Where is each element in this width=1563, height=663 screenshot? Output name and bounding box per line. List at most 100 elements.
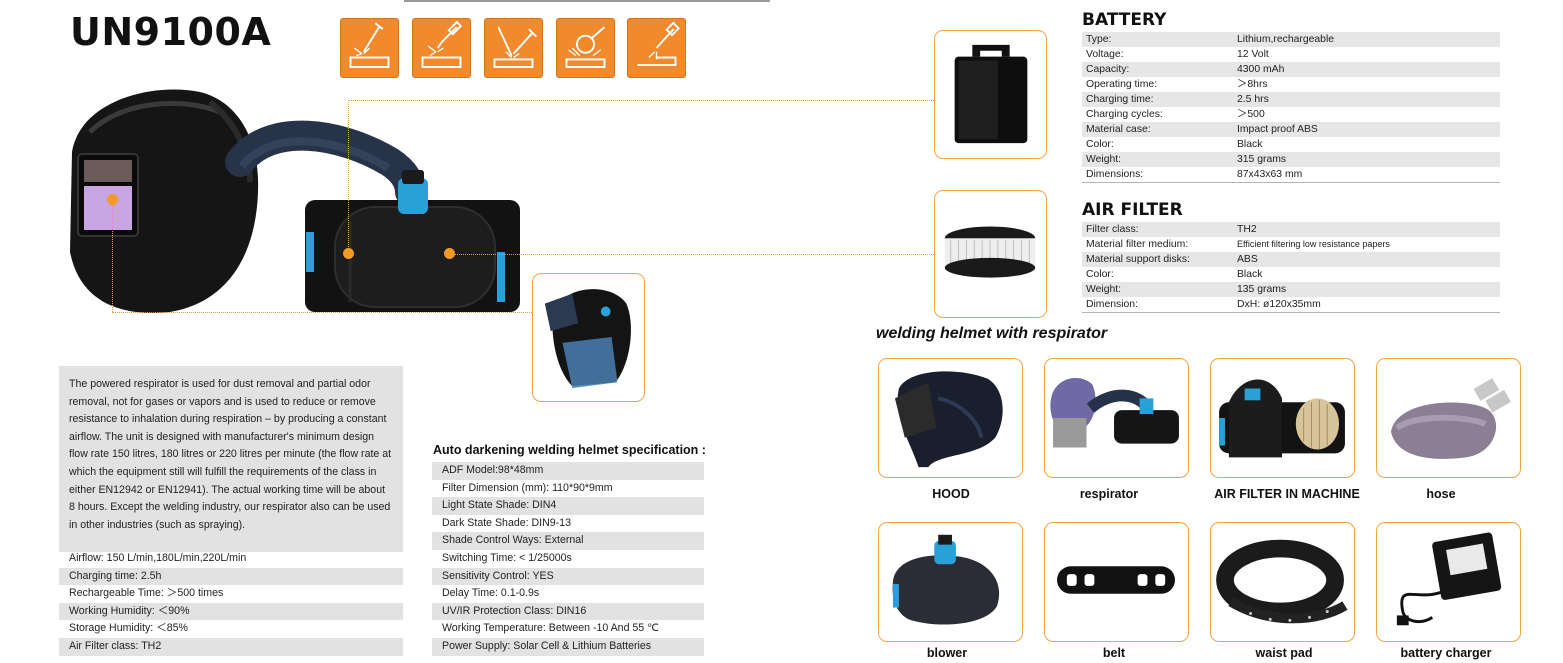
battery-charger-photo [1376, 522, 1521, 642]
spec-value: Lithium,rechargeable [1237, 34, 1335, 45]
grinding-icon [556, 18, 615, 78]
spec-key: Charging time: [1086, 94, 1154, 105]
spec-row: Charging time: 2.5h [59, 567, 403, 586]
spec-row: Material support disks: ABS [1082, 252, 1500, 267]
spec-key: Dimensions: [1086, 169, 1144, 180]
spec-value: Black [1237, 139, 1263, 150]
spec-value: 315 grams [1237, 154, 1287, 165]
belt-photo [1044, 522, 1189, 642]
mig-welding-icon [412, 18, 471, 78]
spec-key: Voltage: [1086, 49, 1124, 60]
spec-row: Working Humidity: ＜90% [59, 602, 403, 621]
spec-key: Material filter medium: [1086, 239, 1189, 250]
spec-row: Charging cycles: ＞500 [1082, 107, 1500, 122]
spec-row: Storage Humidity: ＜85% [69, 622, 188, 635]
spec-value: ABS [1237, 254, 1258, 265]
spec-key: Material case: [1086, 124, 1151, 135]
spec-key: Capacity: [1086, 64, 1130, 75]
spec-key: Weight: [1086, 154, 1122, 165]
spec-row: Filter Dimension (mm): 110*90*9mm [442, 481, 613, 494]
spec-key: Type: [1086, 34, 1112, 45]
spec-key: Operating time: [1086, 79, 1158, 90]
spec-value: 135 grams [1237, 284, 1287, 295]
spec-value: Black [1237, 269, 1263, 280]
tig-welding-icon [484, 18, 543, 78]
accessory-label: blower [926, 646, 968, 660]
adf-lens-marker [107, 194, 118, 205]
spec-value: 87x43x63 mm [1237, 169, 1303, 180]
spec-key: Filter class: [1086, 224, 1139, 235]
spec-row: Power Supply: Solar Cell & Lithium Batte… [432, 637, 704, 656]
spec-value: TH2 [1237, 224, 1257, 235]
top-divider [404, 0, 770, 2]
spec-row: Airflow: 150 L/min,180L/min,220L/min [69, 552, 247, 564]
table-rule [1082, 182, 1500, 183]
spec-row: Operating time: ＞8hrs [1082, 77, 1500, 92]
spec-row: Light State Shade: DIN4 [432, 497, 704, 515]
stick-welding-icon [340, 18, 399, 78]
air-filter-in-machine-photo [1210, 358, 1355, 478]
battery-marker [343, 248, 354, 259]
respirator-photo [1044, 358, 1189, 478]
spec-row: Weight: 315 grams [1082, 152, 1500, 167]
spec-row: Material filter medium: Efficient filteri… [1082, 237, 1500, 252]
spec-key: Color: [1086, 269, 1114, 280]
connector-line [449, 254, 934, 255]
spec-row: Dark State Shade: DIN9-13 [442, 516, 571, 529]
waist-pad-photo [1210, 522, 1355, 642]
spec-value: 2.5 hrs [1237, 94, 1269, 105]
spec-row: Capacity: 4300 mAh [1082, 62, 1500, 77]
plasma-cutting-icon [627, 18, 686, 78]
accessory-label: respirator [1079, 487, 1139, 501]
spec-key: Dimension: [1086, 299, 1138, 310]
accessories-heading: welding helmet with respirator [876, 325, 1108, 342]
spec-row: Weight: 135 grams [1082, 282, 1500, 297]
accessory-label: AIR FILTER IN MACHINE [1214, 487, 1360, 501]
spec-row: Color:Black [1082, 137, 1500, 152]
battery-photo [934, 30, 1047, 159]
blower-photo [878, 522, 1023, 642]
spec-value: DxH: ø120x35mm [1237, 299, 1321, 310]
adf-spec-title: Auto darkening welding helmet specificat… [433, 443, 706, 457]
spec-key: Weight: [1086, 284, 1122, 295]
table-rule [1082, 312, 1500, 313]
air-filter-photo [934, 190, 1047, 318]
spec-row: Dimensions: 87x43x63 mm [1082, 167, 1500, 182]
connector-line [112, 198, 113, 312]
battery-title: BATTERY [1082, 10, 1167, 30]
battery-spec-table: Type: Lithium,rechargeable Voltage:12 Vol… [1082, 32, 1500, 183]
model-title: UN9100A [70, 10, 272, 54]
spec-row: ADF Model:98*48mm [432, 462, 704, 480]
connector-line [348, 100, 934, 101]
accessory-label: belt [1102, 646, 1126, 660]
spec-value: ＞8hrs [1237, 79, 1268, 90]
spec-value: ＞500 [1237, 109, 1265, 120]
hood-photo [878, 358, 1023, 478]
spec-row: Voltage:12 Volt [1082, 47, 1500, 62]
spec-value: Impact proof ABS [1237, 124, 1318, 135]
spec-row: Delay Time: 0.1-0.9s [442, 587, 540, 600]
spec-row: Working Temperature: Between -10 And 55 … [442, 622, 660, 635]
connector-line [348, 100, 349, 255]
helmet-side-photo [532, 273, 645, 402]
spec-row: Type: Lithium,rechargeable [1082, 32, 1500, 47]
spec-value: 4300 mAh [1237, 64, 1285, 75]
accessory-label: battery charger [1400, 646, 1492, 660]
connector-line [112, 312, 532, 313]
spec-row: Dimension: DxH: ø120x35mm [1082, 297, 1500, 312]
air-filter-title: AIR FILTER [1082, 200, 1183, 220]
product-photo [60, 82, 530, 332]
respirator-specs: Airflow: 150 L/min,180L/min,220L/min Cha… [59, 550, 403, 656]
spec-row: Filter class: TH2 [1082, 222, 1500, 237]
spec-row: Material case: Impact proof ABS [1082, 122, 1500, 137]
spec-value: Efficient filtering low resistance paper… [1237, 239, 1390, 249]
accessory-label: hose [1426, 487, 1456, 501]
hose-photo [1376, 358, 1521, 478]
spec-row: Switching Time: < 1/25000s [442, 551, 572, 564]
spec-key: Material support disks: [1086, 254, 1190, 265]
filter-marker [444, 248, 455, 259]
accessory-label: HOOD [932, 487, 970, 501]
spec-key: Charging cycles: [1086, 109, 1163, 120]
spec-row: Rechargeable Time: ＞500 times [69, 587, 224, 600]
spec-row: Charging time: 2.5 hrs [1082, 92, 1500, 107]
